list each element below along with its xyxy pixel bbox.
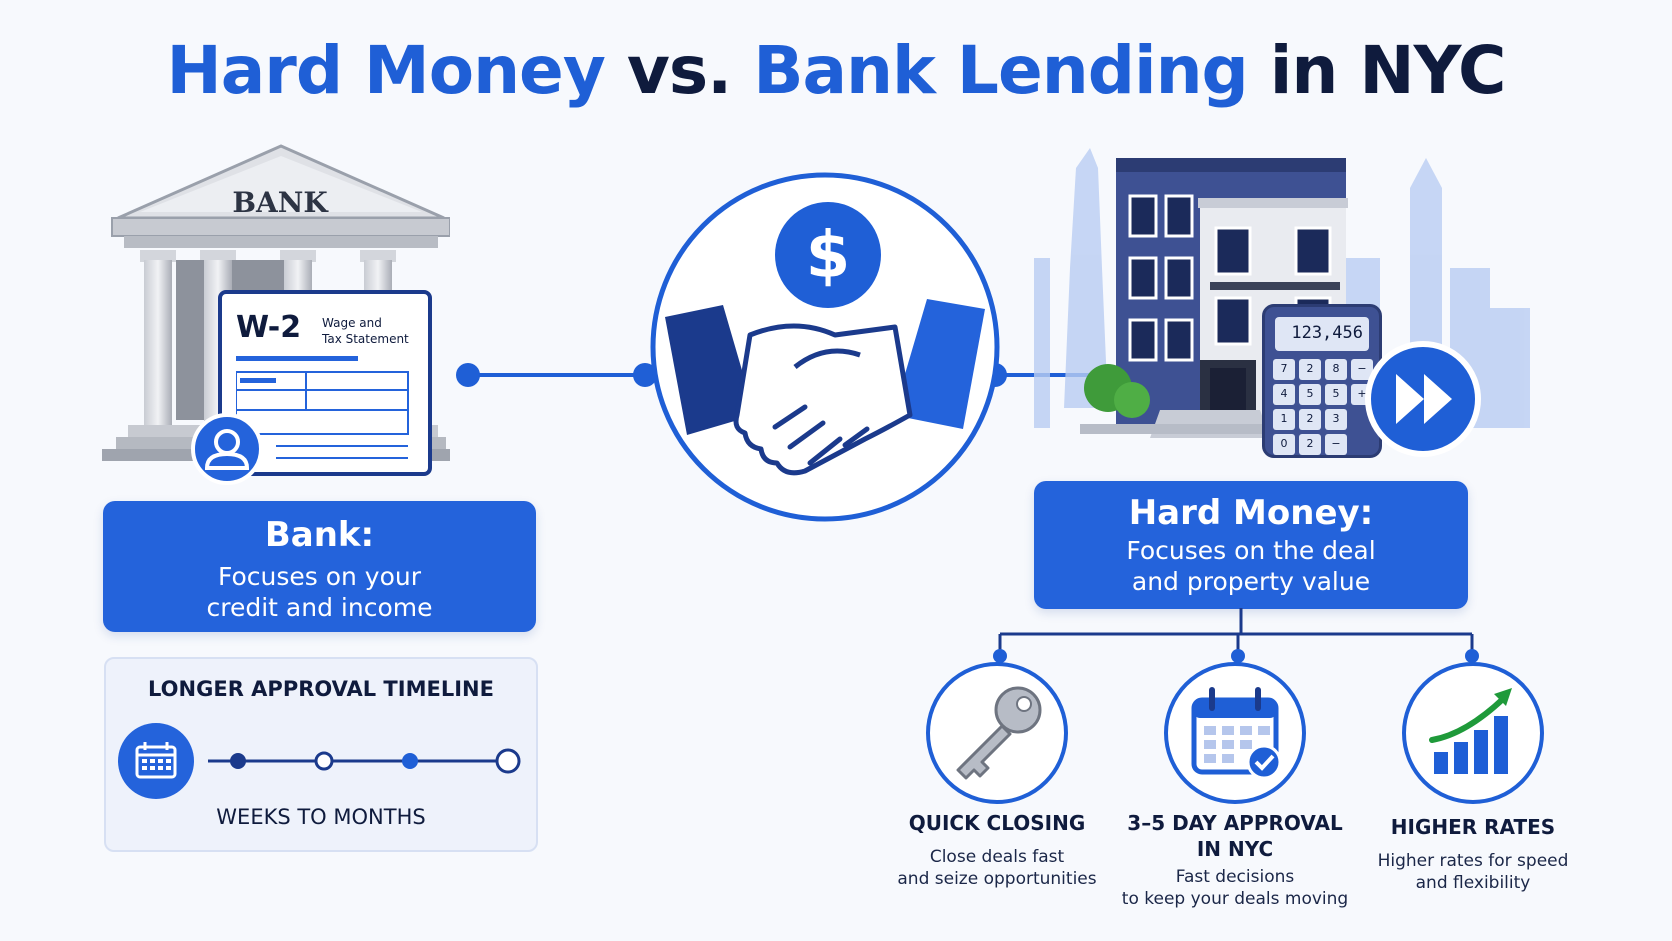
feature-2-desc-2: to keep your deals moving <box>1121 889 1349 909</box>
title-in-nyc: in NYC <box>1269 32 1507 109</box>
approval-timeline-box: LONGER APPROVAL TIMELINE WEEKS TO MONTHS <box>104 657 538 852</box>
calculator-key: 0 <box>1273 434 1295 455</box>
calculator-key: − <box>1351 359 1373 380</box>
fast-forward-icon <box>1365 341 1481 457</box>
timeline-track <box>118 723 521 799</box>
calculator-key: 8 <box>1325 359 1347 380</box>
feature-1-title: QUICK CLOSING <box>908 811 1086 835</box>
calendar-check-icon <box>1191 687 1282 780</box>
feature-1-desc-1: Close deals fast <box>929 847 1065 867</box>
handshake-circle-icon: $ <box>650 172 1000 522</box>
hard-money-panel-heading: Hard Money: <box>1128 493 1374 533</box>
bank-panel-heading: Bank: <box>264 515 375 555</box>
title-hard-money: Hard Money <box>166 32 606 109</box>
w2-caption-2: Tax Statement <box>322 332 409 346</box>
hard-money-panel: Hard Money: Focuses on the deal and prop… <box>1034 481 1468 609</box>
key-icon <box>956 686 1042 780</box>
feature-1-desc-2: and seize opportunities <box>897 869 1097 889</box>
timeline-bottom-label: WEEKS TO MONTHS <box>216 805 426 829</box>
feature-2-title-2: IN NYC <box>1196 837 1274 861</box>
timeline-title: LONGER APPROVAL TIMELINE <box>148 677 494 701</box>
w2-caption-1: Wage and <box>322 316 382 330</box>
bank-panel-line2: credit and income <box>206 593 433 622</box>
w2-code: W-2 <box>236 310 302 345</box>
title-bank-lending: Bank Lending <box>753 32 1249 109</box>
growth-chart-icon <box>1429 688 1512 774</box>
calculator-key: 2 <box>1299 434 1321 455</box>
calculator-key: 3 <box>1325 409 1347 430</box>
feature-3-title: HIGHER RATES <box>1390 815 1556 839</box>
feature-tree-connector <box>993 608 1479 663</box>
hard-money-panel-line1: Focuses on the deal <box>1126 536 1376 565</box>
user-avatar-icon <box>191 413 263 485</box>
calculator-key: 5 <box>1299 384 1321 405</box>
feature-3-desc-1: Higher rates for speed <box>1377 851 1569 871</box>
calculator-key: 2 <box>1299 409 1321 430</box>
feature-2-title-1: 3–5 DAY APPROVAL <box>1127 811 1343 835</box>
bank-panel-line1: Focuses on your <box>217 562 422 591</box>
calculator-key: − <box>1325 434 1347 455</box>
calculator-key: 2 <box>1299 359 1321 380</box>
title-vs: vs. <box>626 32 732 109</box>
calculator-key: 5 <box>1325 384 1347 405</box>
hard-money-panel-line2: and property value <box>1131 567 1371 596</box>
feature-higher-rates-circle <box>1402 662 1544 804</box>
svg-text:$: $ <box>806 219 851 293</box>
w2-form-lines <box>236 356 409 459</box>
feature-3-desc-2: and flexibility <box>1415 873 1531 893</box>
calculator-key: 1 <box>1273 409 1295 430</box>
calculator-key: 7 <box>1273 359 1295 380</box>
calculator-key: 4 <box>1273 384 1295 405</box>
bank-panel: Bank: Focuses on your credit and income <box>103 501 536 632</box>
bank-sign: BANK <box>232 186 328 219</box>
calculator-display: 123,456 <box>1275 317 1369 351</box>
feature-2-desc-1: Fast decisions <box>1175 867 1295 887</box>
feature-approval-circle <box>1164 662 1306 804</box>
page-title: Hard Money vs. Bank Lending in NYC <box>0 32 1672 109</box>
feature-quick-closing-circle <box>926 662 1068 804</box>
